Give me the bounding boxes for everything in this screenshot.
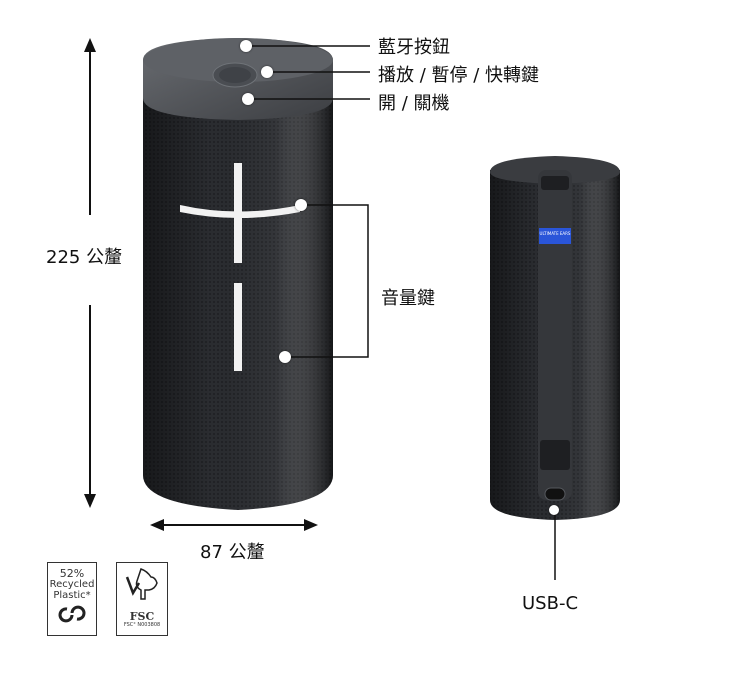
volume-up-dot — [295, 199, 307, 211]
volume-down-dot — [279, 351, 291, 363]
play-pause-dot — [261, 66, 273, 78]
rear-brand-text: ULTIMATE EARS — [539, 231, 571, 236]
usb-port-dot — [549, 505, 559, 515]
play-pause-label: 播放 / 暫停 / 快轉鍵 — [378, 65, 540, 86]
recycled-line: Recycled — [49, 579, 95, 590]
plastic-line: Plastic* — [53, 590, 91, 601]
leader-lines — [252, 45, 556, 580]
fsc-code: FSC° N003808 — [123, 622, 161, 628]
recycle-icon — [58, 605, 86, 623]
volume-label: 音量鍵 — [381, 288, 435, 309]
bluetooth-button-label: 藍牙按鈕 — [378, 37, 450, 58]
front-speaker — [143, 38, 333, 510]
recycled-percent: 52% — [59, 567, 85, 580]
fsc-text: FSC — [129, 610, 155, 623]
width-label: 87 公釐 — [200, 542, 265, 563]
power-button-dot — [242, 93, 254, 105]
rear-speaker — [490, 156, 620, 520]
height-label: 225 公釐 — [46, 247, 123, 268]
fsc-badge: FSC FSC° N003808 — [116, 562, 168, 636]
recycled-plastic-badge: 52% Recycled Plastic* — [47, 562, 97, 636]
width-arrow — [150, 519, 318, 531]
bluetooth-button-dot — [240, 40, 252, 52]
power-label: 開 / 關機 — [378, 93, 450, 114]
fsc-tree-icon — [125, 568, 158, 600]
rear-brand-badge: ULTIMATE EARS — [539, 228, 571, 244]
height-arrow — [84, 38, 96, 508]
usb-c-label: USB-C — [522, 593, 579, 614]
